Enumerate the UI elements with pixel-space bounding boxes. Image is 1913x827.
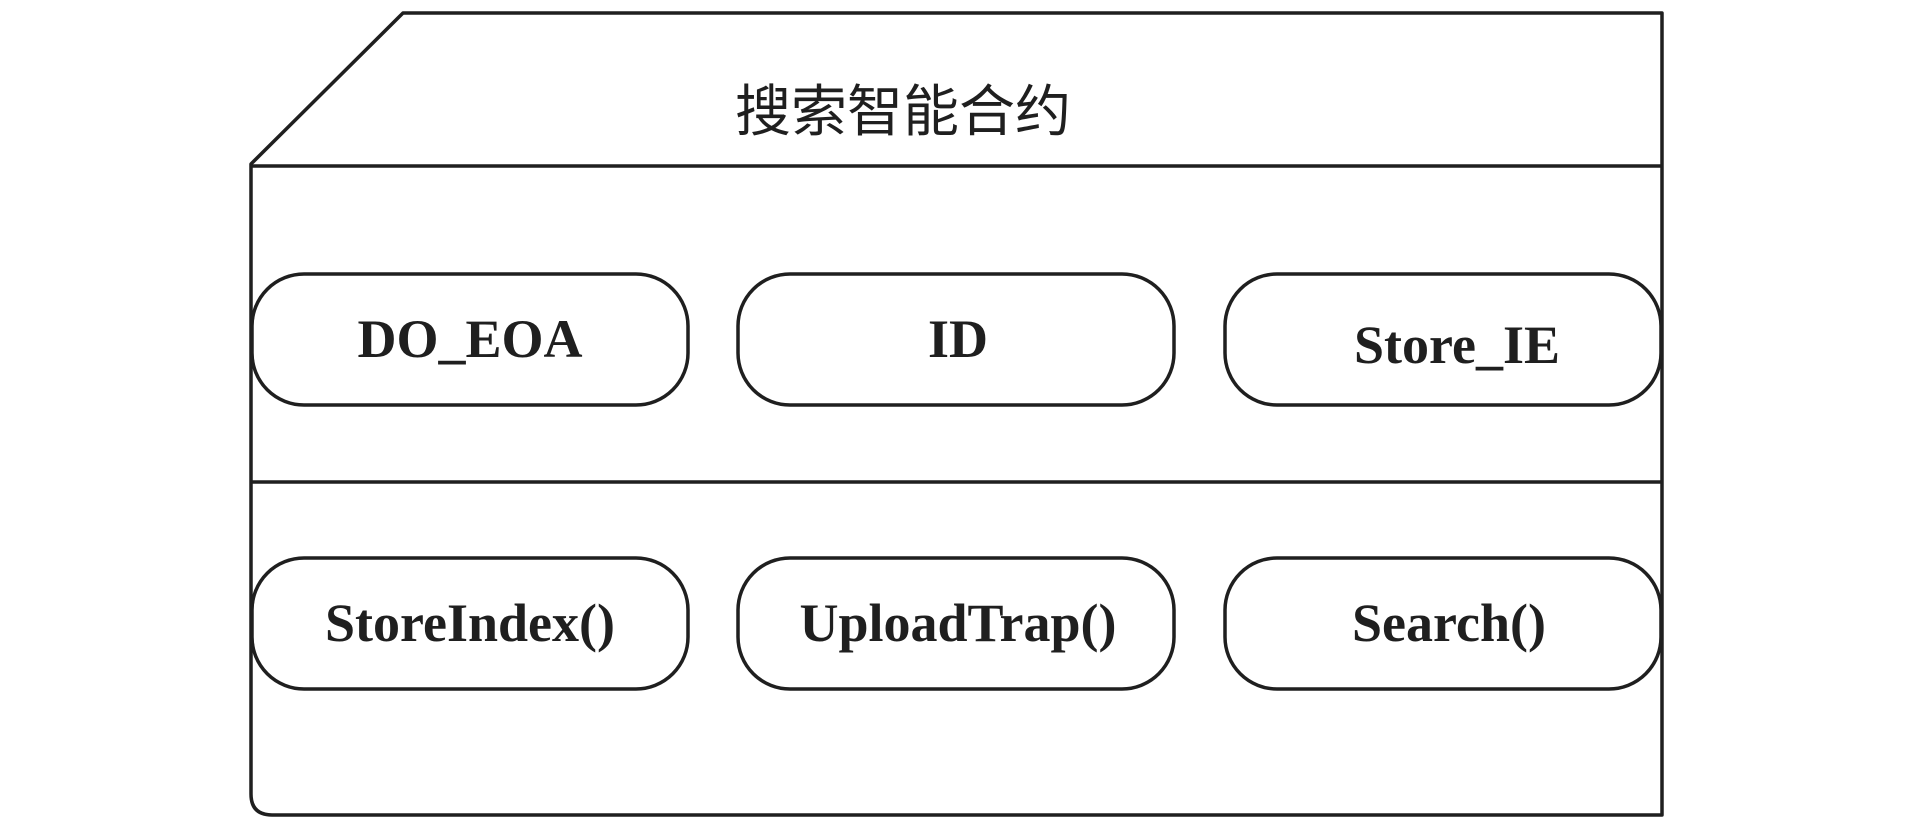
attribute-label: ID — [928, 309, 988, 369]
method-label: UploadTrap() — [799, 593, 1116, 653]
attribute-label: DO_EOA — [357, 309, 582, 369]
method-label: StoreIndex() — [325, 593, 615, 653]
method-upload-trap: UploadTrap() — [736, 556, 1176, 691]
method-label: Search() — [1352, 593, 1546, 653]
attribute-label: Store_IE — [1354, 315, 1560, 375]
attribute-store-ie: Store_IE — [1223, 272, 1663, 407]
attribute-do-eoa: DO_EOA — [250, 272, 690, 407]
attribute-id: ID — [736, 272, 1176, 407]
contract-title: 搜索智能合约 — [735, 80, 1071, 145]
method-store-index: StoreIndex() — [250, 556, 690, 691]
method-search: Search() — [1223, 556, 1663, 691]
